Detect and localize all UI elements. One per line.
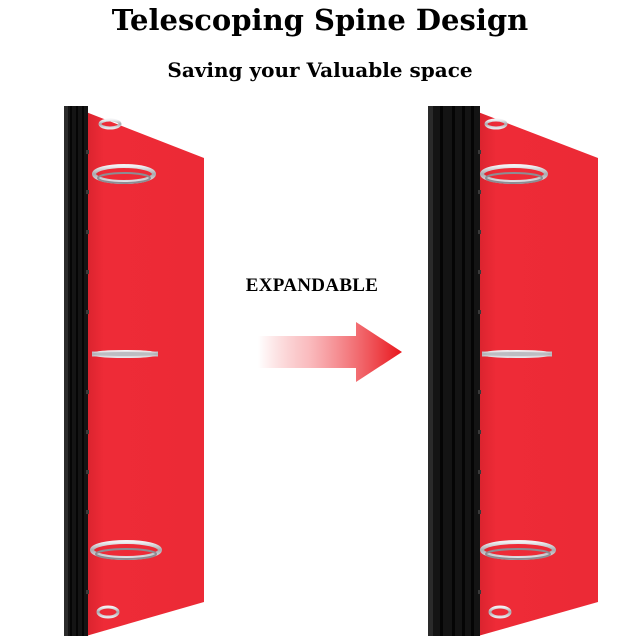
binder-ring-middle-right: [482, 350, 552, 358]
binder-cover-right: [478, 112, 598, 636]
binder-ring-middle-left: [92, 350, 158, 358]
binder-ring-top-right: [480, 118, 548, 184]
binder-ring-bottom-right: [480, 540, 556, 619]
page-title: Telescoping Spine Design: [111, 3, 529, 37]
binder-collapsed: [64, 106, 204, 636]
arrow-right-icon: [258, 322, 402, 382]
binder-expanded: [428, 106, 598, 636]
binder-cover-left: [86, 112, 204, 636]
page-subtitle: Saving your Valuable space: [167, 58, 473, 82]
binder-ring-bottom-left: [90, 540, 162, 619]
binder-ring-top-left: [92, 118, 156, 184]
expandable-label: EXPANDABLE: [245, 275, 379, 296]
